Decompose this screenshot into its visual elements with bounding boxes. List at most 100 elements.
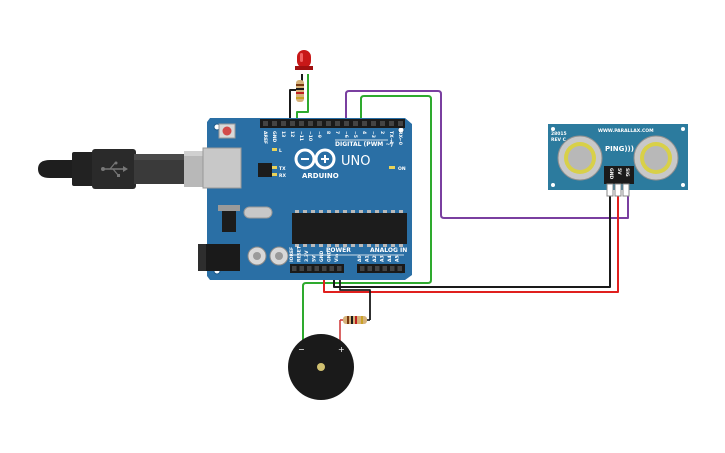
- digital-pin[interactable]: [344, 121, 349, 126]
- digital-pin-label: 13: [280, 131, 286, 137]
- power-pin[interactable]: [292, 266, 297, 271]
- reset-button[interactable]: [218, 123, 236, 139]
- digital-pin-label: RX←0: [397, 131, 403, 145]
- digital-pin[interactable]: [362, 121, 367, 126]
- power-pin-label: Vin: [334, 254, 340, 262]
- led[interactable]: [295, 50, 313, 70]
- chip-leg: [335, 244, 339, 247]
- analog-pin-label: A4: [387, 255, 393, 262]
- power-pin[interactable]: [322, 266, 327, 271]
- analog-pin[interactable]: [382, 266, 388, 271]
- ping-sensor[interactable]: 28015 REV C WWW.PARALLAX.COM PING))) GND…: [548, 124, 688, 197]
- digital-pin[interactable]: [290, 121, 295, 126]
- chip-leg: [303, 244, 307, 247]
- digital-pin[interactable]: [299, 121, 304, 126]
- buzzer-plus: +: [338, 345, 345, 354]
- rx-label: RX: [279, 173, 286, 179]
- digital-pin[interactable]: [353, 121, 358, 126]
- chip-leg: [383, 210, 387, 213]
- analog-label: ANALOG IN: [370, 247, 407, 254]
- digital-pin[interactable]: [263, 121, 268, 126]
- transducer-left: [557, 135, 603, 181]
- analog-pin[interactable]: [367, 266, 373, 271]
- power-pin[interactable]: [314, 266, 320, 271]
- chip-leg: [319, 210, 323, 213]
- atmega-chip: [292, 210, 407, 247]
- analog-pin-label: A0: [357, 255, 363, 262]
- usb-port: [202, 147, 242, 189]
- chip-leg: [359, 210, 363, 213]
- usb-icon: [101, 161, 128, 177]
- power-pin-label: IOREF: [289, 247, 295, 262]
- analog-pin[interactable]: [390, 266, 395, 271]
- chip-leg: [375, 210, 379, 213]
- digital-header: [260, 119, 405, 128]
- sensor-pin-label: 5V: [616, 168, 622, 175]
- power-pin[interactable]: [307, 266, 312, 271]
- power-pin[interactable]: [337, 266, 342, 271]
- chip-leg: [311, 210, 315, 213]
- digital-pin-label: ~6: [343, 131, 349, 138]
- on-label: ON: [398, 166, 406, 172]
- piezo-buzzer[interactable]: − +: [288, 334, 354, 400]
- sensor-model-code: 28015: [551, 131, 567, 137]
- digital-label: DIGITAL (PWM ~): [335, 141, 393, 148]
- chip-leg: [391, 244, 395, 247]
- digital-pin[interactable]: [317, 121, 322, 126]
- digital-pin[interactable]: [281, 121, 286, 126]
- voltage-regulator: [222, 210, 236, 232]
- digital-pin[interactable]: [389, 121, 394, 126]
- chip-leg: [383, 244, 387, 247]
- power-pin[interactable]: [329, 266, 335, 271]
- digital-pin-label: ~9: [316, 131, 322, 138]
- power-pin[interactable]: [299, 266, 305, 271]
- l-label: L: [279, 148, 282, 154]
- sensor-brand: WWW.PARALLAX.COM: [598, 128, 654, 134]
- digital-pin[interactable]: [398, 121, 403, 126]
- transducer-right: [633, 135, 679, 181]
- power-pin-label: GND: [327, 251, 333, 262]
- buzzer-resistor: [340, 316, 370, 324]
- chip-leg: [303, 210, 307, 213]
- analog-pin[interactable]: [397, 266, 403, 271]
- digital-pin-label: 8: [325, 131, 331, 134]
- sensor-pin-label: GND: [608, 168, 614, 179]
- chip-leg: [295, 244, 299, 247]
- analog-pin-label: A3: [380, 255, 386, 262]
- digital-pin[interactable]: [272, 121, 277, 126]
- led-resistor: [296, 80, 304, 102]
- arduino-logo: [294, 148, 336, 170]
- tx-label: TX: [279, 166, 286, 172]
- chip-leg: [399, 244, 403, 247]
- chip-leg: [343, 244, 347, 247]
- analog-pin[interactable]: [360, 266, 365, 271]
- chip-leg: [295, 210, 299, 213]
- power-pin-label: 3.3V: [304, 250, 310, 262]
- chip-leg: [327, 244, 331, 247]
- digital-pin-label: TX→1: [388, 131, 394, 144]
- digital-pin[interactable]: [380, 121, 385, 126]
- digital-pin[interactable]: [326, 121, 331, 126]
- digital-pin-label: 4: [361, 131, 367, 134]
- board-model: UNO: [341, 154, 370, 169]
- digital-pin-label: ~5: [352, 131, 358, 138]
- sensor-header: [604, 166, 634, 184]
- buzzer-minus: −: [298, 345, 305, 354]
- chip-leg: [367, 210, 371, 213]
- digital-pin-label: AREF: [262, 131, 268, 144]
- analog-pin-label: A5: [395, 255, 401, 262]
- analog-pin-label: A2: [372, 255, 378, 262]
- digital-pin[interactable]: [371, 121, 376, 126]
- digital-pin-label: 12: [289, 131, 295, 137]
- analog-header: [357, 264, 405, 273]
- digital-pin[interactable]: [335, 121, 340, 126]
- chip-leg: [359, 244, 363, 247]
- crystal: [243, 206, 273, 219]
- chip-leg: [311, 244, 315, 247]
- chip-leg: [367, 244, 371, 247]
- wire-green-buzzer: [302, 95, 432, 340]
- digital-pin[interactable]: [308, 121, 313, 126]
- analog-pin[interactable]: [375, 266, 380, 271]
